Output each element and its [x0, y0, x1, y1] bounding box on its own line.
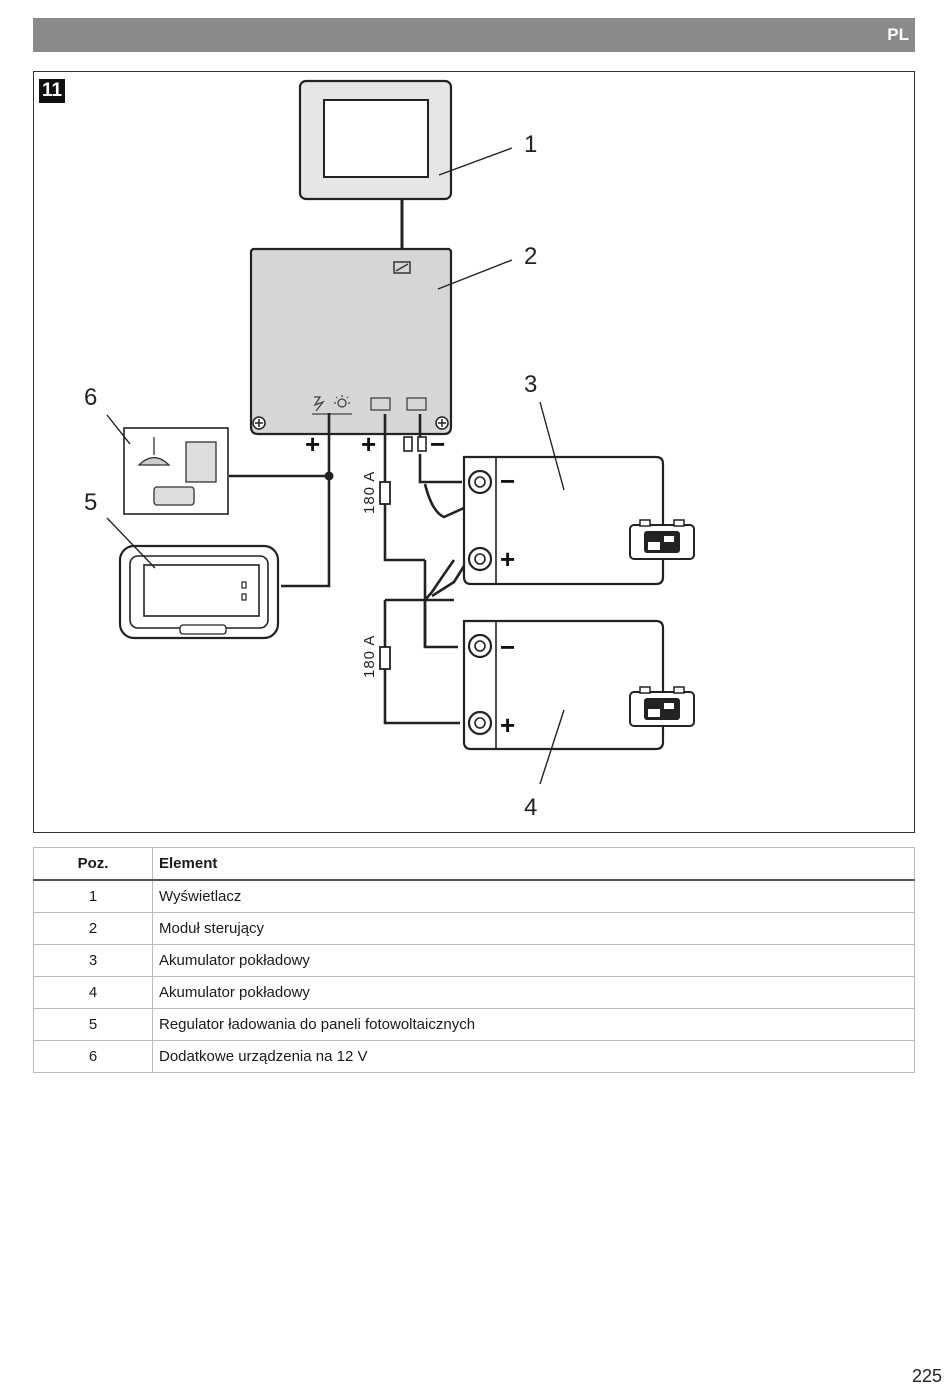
shunt-1 [403, 436, 413, 452]
row-position: 1 [33, 879, 153, 913]
battery-3 [462, 455, 695, 586]
fuse-label-2: 180 A [361, 635, 378, 678]
control-module [249, 247, 453, 436]
lightning-icon [313, 396, 325, 412]
table-row: 2 Moduł sterujący [33, 912, 915, 945]
camper-van-icon [629, 519, 695, 560]
row-position: 3 [33, 944, 153, 977]
row-position: 6 [33, 1040, 153, 1073]
row-element: Regulator ładowania do paneli fotowoltai… [152, 1008, 915, 1041]
wiring-diagram: 1 2 3 4 5 6 + + − − + − + 180 A 180 A [84, 79, 695, 821]
figure-box: 1 2 3 4 5 6 + + − − + − + 180 A 180 A 11 [33, 71, 915, 833]
row-element: Akumulator pokładowy [152, 976, 915, 1009]
minus-sign: − [500, 632, 515, 662]
plus-sign: + [500, 544, 515, 574]
bulb-icon [334, 395, 350, 408]
table-row: 3 Akumulator pokładowy [33, 944, 915, 977]
battery-icon [406, 397, 427, 411]
table-row: 4 Akumulator pokładowy [33, 976, 915, 1009]
camper-van-icon [629, 686, 695, 727]
battery-4 [462, 619, 695, 751]
minus-sign: − [430, 429, 445, 459]
screw-icon [435, 416, 449, 430]
header-element: Element [152, 847, 915, 881]
row-position: 4 [33, 976, 153, 1009]
row-position: 2 [33, 912, 153, 945]
screw-icon [252, 416, 266, 430]
plus-sign: + [361, 429, 376, 459]
table-row: 1 Wyświetlacz [33, 879, 915, 913]
legend-table: Poz. Element 1 Wyświetlacz 2 Moduł steru… [33, 847, 915, 1073]
plus-sign: + [500, 710, 515, 740]
fuse-label-1: 180 A [361, 471, 378, 514]
header-position: Poz. [33, 847, 153, 881]
fuse-2 [379, 646, 391, 670]
table-row: 5 Regulator ładowania do paneli fotowolt… [33, 1008, 915, 1041]
figure-number: 11 [39, 79, 66, 103]
display-port-icon [393, 261, 411, 274]
legend-header-row: Poz. Element [33, 847, 915, 881]
row-element: Moduł sterujący [152, 912, 915, 945]
callout-6: 6 [84, 384, 97, 411]
callout-4: 4 [524, 794, 537, 821]
battery-icon [370, 397, 391, 411]
row-position: 5 [33, 1008, 153, 1041]
callout-3: 3 [524, 371, 537, 398]
header-bar: PL [33, 18, 915, 52]
callout-5: 5 [84, 489, 97, 516]
solar-charge-regulator [118, 544, 280, 640]
plus-sign: + [305, 429, 320, 459]
callout-1: 1 [524, 131, 537, 158]
display-unit [298, 79, 453, 201]
callout-2: 2 [524, 243, 537, 270]
row-element: Akumulator pokładowy [152, 944, 915, 977]
page-number: 225 [911, 1366, 942, 1386]
shunt-2 [417, 436, 427, 452]
auxiliary-devices [123, 427, 229, 515]
row-element: Wyświetlacz [152, 879, 915, 913]
fuse-1 [379, 481, 391, 505]
minus-sign: − [500, 466, 515, 496]
language-label: PL [887, 25, 909, 44]
row-element: Dodatkowe urządzenia na 12 V [152, 1040, 915, 1073]
table-row: 6 Dodatkowe urządzenia na 12 V [33, 1040, 915, 1073]
